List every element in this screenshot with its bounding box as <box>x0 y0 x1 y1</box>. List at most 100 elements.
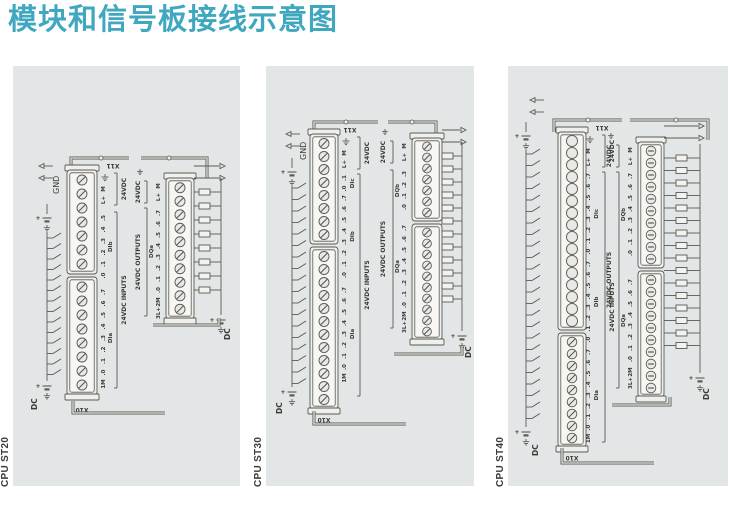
svg-text:L+: L+ <box>628 157 634 166</box>
svg-text:.7: .7 <box>586 261 592 267</box>
svg-text:.3: .3 <box>628 323 634 329</box>
svg-text:.2: .2 <box>402 280 408 286</box>
svg-text:M: M <box>156 183 162 188</box>
svg-text:.6: .6 <box>586 272 592 278</box>
svg-text:.1: .1 <box>586 238 592 244</box>
svg-text:3L+: 3L+ <box>402 321 408 333</box>
svg-text:.1: .1 <box>586 326 592 332</box>
svg-text:.0: .0 <box>628 250 634 256</box>
svg-text:DC: DC <box>464 346 473 358</box>
svg-text:DIa: DIa <box>350 329 356 340</box>
svg-text:.5: .5 <box>101 312 107 318</box>
svg-text:.1: .1 <box>101 261 107 267</box>
svg-text:1M: 1M <box>101 379 107 388</box>
svg-text:.3: .3 <box>402 171 408 177</box>
load-ladder: +DC <box>664 122 711 400</box>
svg-text:3L+: 3L+ <box>628 377 634 389</box>
page-title: 模块和信号板接线示意图 <box>8 4 339 36</box>
output-terminal-strip <box>163 172 197 325</box>
svg-text:DIb: DIb <box>594 296 600 307</box>
svg-text:.0: .0 <box>156 287 162 293</box>
svg-text:+: + <box>35 383 40 390</box>
svg-text:.4: .4 <box>342 228 348 234</box>
svg-text:L+: L+ <box>101 196 107 205</box>
svg-text:.1: .1 <box>586 414 592 420</box>
wiring-diagram: X11X10ML+24VDC.1.0DIc.7.6.5.4.3.2.1.0DIb… <box>275 119 473 426</box>
svg-text:.7: .7 <box>156 210 162 216</box>
svg-text:.0: .0 <box>342 364 348 370</box>
svg-text:DIc: DIc <box>350 178 356 188</box>
svg-text:DQa: DQa <box>149 245 155 258</box>
svg-text:24VDC INPUTS: 24VDC INPUTS <box>364 260 371 309</box>
svg-text:24VDC: 24VDC <box>380 140 387 163</box>
svg-text:GND: GND <box>52 176 61 194</box>
svg-text:.1: .1 <box>402 291 408 297</box>
svg-text:24VDC: 24VDC <box>606 144 613 167</box>
svg-text:DIa: DIa <box>108 333 114 344</box>
svg-text:.4: .4 <box>402 258 408 264</box>
svg-text:24VDC: 24VDC <box>364 141 371 164</box>
svg-text:.1: .1 <box>402 193 408 199</box>
svg-text:.7: .7 <box>402 225 408 231</box>
svg-text:DC: DC <box>531 444 540 456</box>
svg-text:.0: .0 <box>586 248 592 254</box>
svg-text:.2: .2 <box>628 228 634 234</box>
svg-text:DC: DC <box>275 402 284 414</box>
output-labels: ML+24VDC.7.6.5.4.3.2.1.0DQb.7.6.5.4.3.2.… <box>606 133 634 389</box>
svg-text:.3: .3 <box>586 304 592 310</box>
svg-text:.5: .5 <box>628 195 634 201</box>
svg-text:+: + <box>514 133 519 140</box>
svg-text:.0: .0 <box>402 302 408 308</box>
svg-text:.6: .6 <box>628 290 634 296</box>
svg-text:.5: .5 <box>586 282 592 288</box>
svg-text:3L+: 3L+ <box>156 307 162 319</box>
svg-text:.3: .3 <box>628 217 634 223</box>
svg-text:.3: .3 <box>342 331 348 337</box>
svg-text:+: + <box>280 389 285 396</box>
svg-text:.1: .1 <box>342 353 348 359</box>
svg-text:.6: .6 <box>101 300 107 306</box>
svg-text:.0: .0 <box>342 185 348 191</box>
load-ladder: +DC <box>194 162 232 340</box>
svg-text:L+: L+ <box>586 158 592 167</box>
cpu-label: CPU ST20 <box>0 436 11 487</box>
svg-text:M: M <box>402 143 408 148</box>
svg-text:+: + <box>514 429 519 436</box>
mounting-rails <box>71 318 221 415</box>
cpu-label: CPU ST30 <box>253 436 264 487</box>
input-terminal-strip: X10 <box>64 164 100 413</box>
svg-text:.0: .0 <box>101 369 107 375</box>
svg-text:.1: .1 <box>342 175 348 181</box>
svg-text:.5: .5 <box>156 232 162 238</box>
svg-text:2M: 2M <box>156 297 162 306</box>
svg-text:.5: .5 <box>402 247 408 253</box>
svg-text:.7: .7 <box>628 279 634 285</box>
svg-text:24VDC OUTPUTS: 24VDC OUTPUTS <box>135 234 142 290</box>
mounting-rails <box>560 397 672 465</box>
svg-text:24VDC OUTPUTS: 24VDC OUTPUTS <box>380 221 387 277</box>
svg-text:DIb: DIb <box>108 241 114 252</box>
svg-text:.2: .2 <box>101 249 107 255</box>
cpu-label: CPU ST40 <box>495 436 506 487</box>
svg-text:.0: .0 <box>586 336 592 342</box>
svg-text:2M: 2M <box>402 311 408 320</box>
svg-text:24VDC INPUTS: 24VDC INPUTS <box>609 282 616 331</box>
svg-text:.3: .3 <box>342 239 348 245</box>
svg-text:.4: .4 <box>342 320 348 326</box>
svg-text:X11: X11 <box>344 126 357 133</box>
switch-ladder: + + DC <box>514 96 544 456</box>
output-terminal-strip <box>635 136 667 403</box>
svg-text:.3: .3 <box>101 335 107 341</box>
svg-text:X10: X10 <box>76 406 89 413</box>
svg-text:.7: .7 <box>101 289 107 295</box>
input-labels: ML+24VDC.7.6.5.4.3.2.1.0DIc.7.6.5.4.3.2.… <box>586 134 616 443</box>
svg-text:.7: .7 <box>586 173 592 179</box>
wiring-diagram: X11X10ML+24VDC.5.4.3.2.1.0DIb.7.6.5.4.3.… <box>30 155 232 415</box>
svg-text:X10: X10 <box>566 454 579 461</box>
svg-text:.2: .2 <box>628 334 634 340</box>
svg-text:24VDC: 24VDC <box>609 139 616 162</box>
